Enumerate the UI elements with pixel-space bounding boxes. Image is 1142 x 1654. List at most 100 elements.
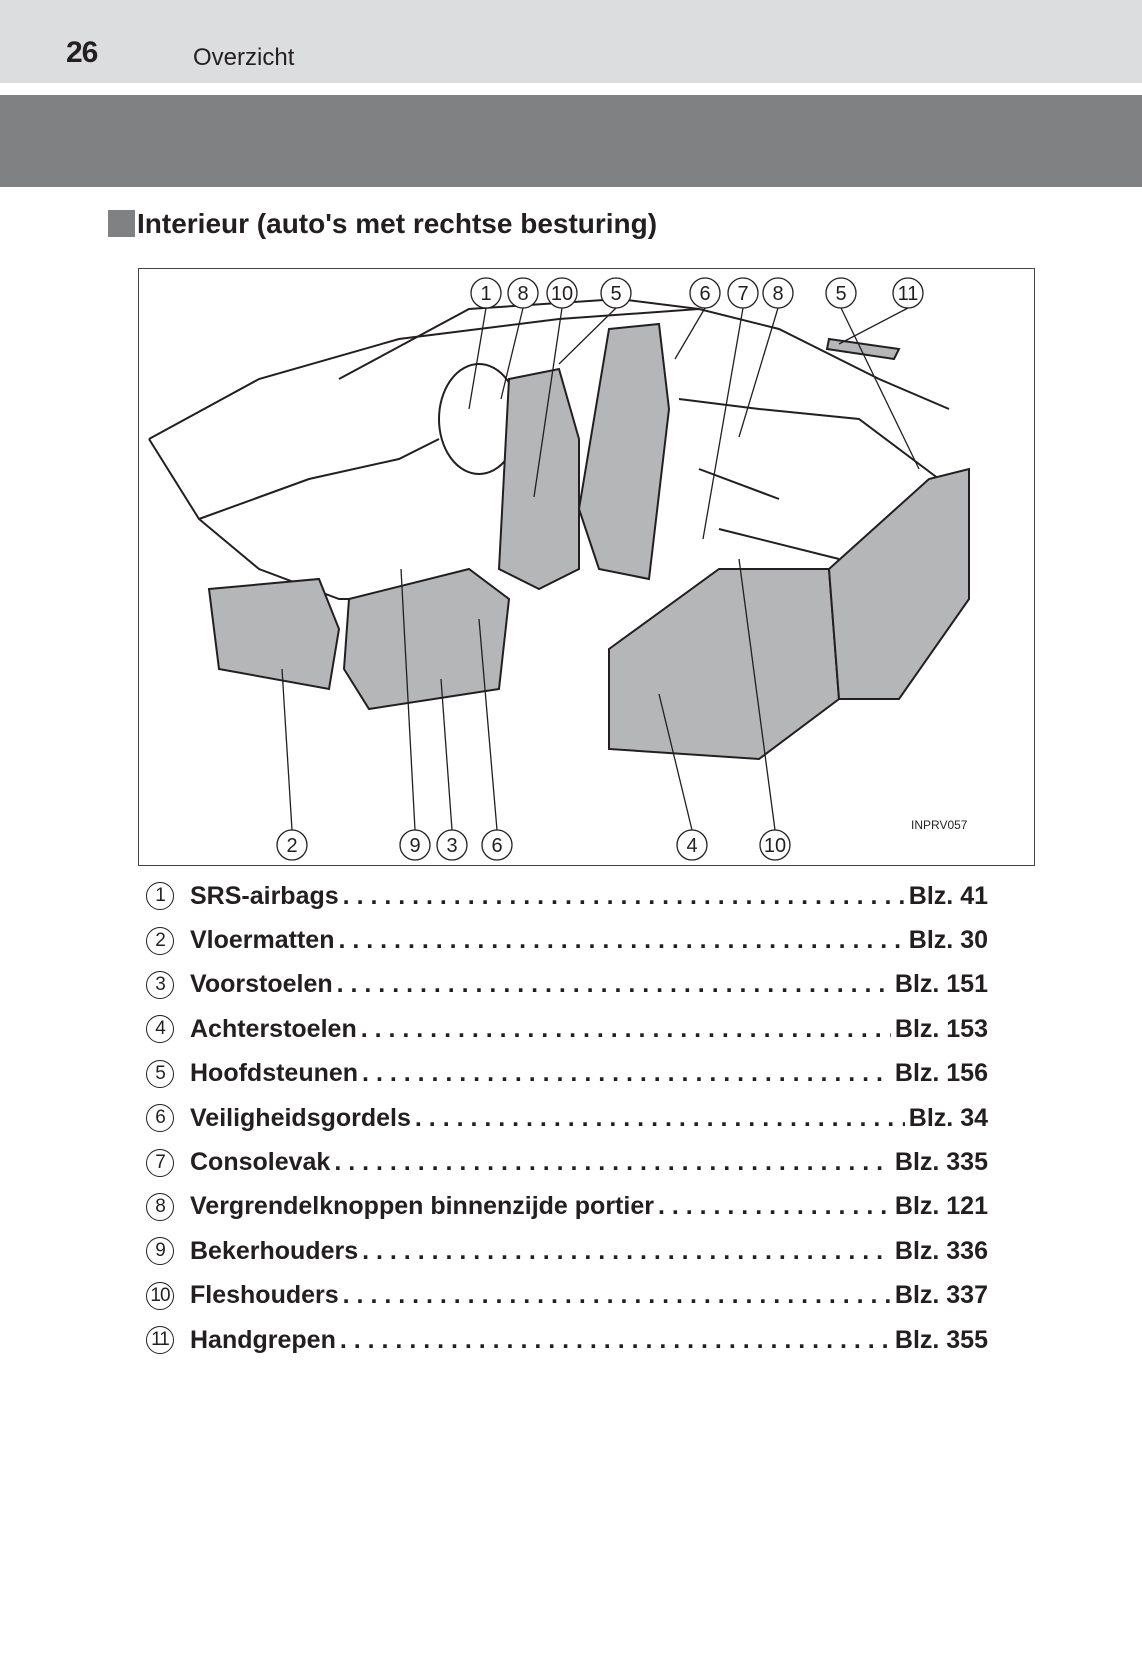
list-item: 5 Hoofdsteunen Blz. 156 [146, 1052, 988, 1096]
heading-square-icon [108, 209, 135, 237]
item-number: 2 [146, 926, 174, 955]
leader-line [558, 307, 617, 365]
leader-line [440, 678, 453, 831]
list-item: 4 Achterstoelen Blz. 153 [146, 1007, 988, 1051]
chapter-band [0, 95, 1142, 187]
callout-number: 6 [699, 283, 710, 305]
callout-number: 4 [686, 835, 697, 857]
item-label: Hoofdsteunen [190, 1059, 359, 1088]
front-seat-cushion [342, 567, 511, 711]
callout-marker: 8 [762, 277, 794, 309]
item-label: Fleshouders [190, 1281, 339, 1310]
dot-leader [337, 970, 891, 999]
leader-line [533, 307, 563, 498]
item-label: Achterstoelen [190, 1014, 357, 1043]
item-label: Consolevak [190, 1148, 331, 1177]
callout-number: 7 [737, 283, 748, 305]
dot-leader [362, 1059, 891, 1088]
item-number: 7 [146, 1148, 174, 1177]
dot-leader [334, 1148, 891, 1177]
item-page-ref[interactable]: Blz. 41 [908, 881, 988, 910]
callout-number: 1 [480, 283, 491, 305]
item-number: 11 [146, 1326, 174, 1355]
leader-line [840, 307, 920, 470]
callout-marker: 6 [481, 829, 513, 861]
callout-number: 11 [898, 283, 919, 305]
dot-leader [343, 1281, 891, 1310]
item-page-ref[interactable]: Blz. 153 [894, 1014, 988, 1043]
leader-line [281, 668, 293, 831]
dot-leader [343, 882, 905, 911]
list-item: 10 Fleshouders Blz. 337 [146, 1274, 988, 1318]
leader-line [658, 693, 693, 831]
list-item: 9 Bekerhouders Blz. 336 [146, 1229, 988, 1273]
item-label: Handgrepen [190, 1325, 336, 1354]
callout-number: 5 [610, 283, 621, 305]
item-page-ref[interactable]: Blz. 335 [894, 1148, 988, 1177]
callout-marker: 2 [276, 829, 308, 861]
handle-grip [825, 337, 901, 361]
second-front-seat-back [577, 322, 671, 581]
item-page-ref[interactable]: Blz. 121 [894, 1192, 988, 1221]
callout-marker: 6 [689, 277, 721, 309]
item-number: 5 [146, 1059, 174, 1088]
item-page-ref[interactable]: Blz. 156 [894, 1059, 988, 1088]
floor-mat [207, 577, 341, 691]
page-number: 26 [66, 36, 98, 69]
callout-marker: 10 [759, 829, 791, 861]
item-label: Voorstoelen [190, 970, 333, 999]
callout-number: 10 [764, 835, 786, 857]
item-number: 4 [146, 1015, 174, 1044]
item-number: 10 [146, 1281, 174, 1310]
callout-number: 8 [772, 283, 783, 305]
callout-number: 9 [409, 835, 420, 857]
rear-seat-cushion [608, 568, 841, 761]
rear-door-outline [678, 398, 940, 560]
item-page-ref[interactable]: Blz. 30 [908, 926, 988, 955]
callout-number: 6 [491, 835, 502, 857]
callout-marker: 4 [676, 829, 708, 861]
callout-number: 2 [286, 835, 297, 857]
callout-marker: 1 [470, 277, 502, 309]
callout-number: 8 [517, 283, 528, 305]
leader-line [738, 558, 776, 831]
callout-marker: 9 [399, 829, 431, 861]
leader-line [738, 307, 779, 438]
page-heading: Interieur (auto's met rechtse besturing) [108, 208, 657, 240]
item-page-ref[interactable]: Blz. 337 [894, 1281, 988, 1310]
item-page-ref[interactable]: Blz. 336 [894, 1236, 988, 1265]
dot-leader [658, 1192, 891, 1221]
list-item: 3 Voorstoelen Blz. 151 [146, 963, 988, 1007]
item-page-ref[interactable]: Blz. 151 [894, 970, 988, 999]
leader-line [702, 307, 744, 540]
leader-line [400, 568, 416, 831]
callout-marker: 7 [727, 277, 759, 309]
item-number: 3 [146, 970, 174, 999]
section-title: Overzicht [193, 44, 295, 71]
callout-marker: 8 [507, 277, 539, 309]
item-number: 9 [146, 1237, 174, 1266]
rear-seat-back [827, 467, 970, 700]
leader-line [478, 618, 498, 831]
item-page-ref[interactable]: Blz. 34 [908, 1103, 988, 1132]
leader-line [500, 307, 524, 400]
callout-marker: 5 [825, 277, 857, 309]
item-number: 1 [146, 882, 174, 911]
item-number: 6 [146, 1104, 174, 1133]
dot-leader [361, 1015, 891, 1044]
callout-number: 10 [551, 283, 573, 305]
item-number: 8 [146, 1192, 174, 1221]
list-item: 7 Consolevak Blz. 335 [146, 1140, 988, 1184]
callout-number: 5 [835, 283, 846, 305]
item-page-ref[interactable]: Blz. 355 [894, 1325, 988, 1354]
item-label: Bekerhouders [190, 1236, 359, 1265]
heading-text: Interieur (auto's met rechtse besturing) [137, 208, 658, 239]
header-band: 26 Overzicht [0, 0, 1142, 83]
list-item: 6VeiligheidsgordelsBlz. 34 [146, 1096, 988, 1140]
item-label: Vloermatten [190, 926, 335, 955]
dot-leader [415, 1104, 905, 1133]
